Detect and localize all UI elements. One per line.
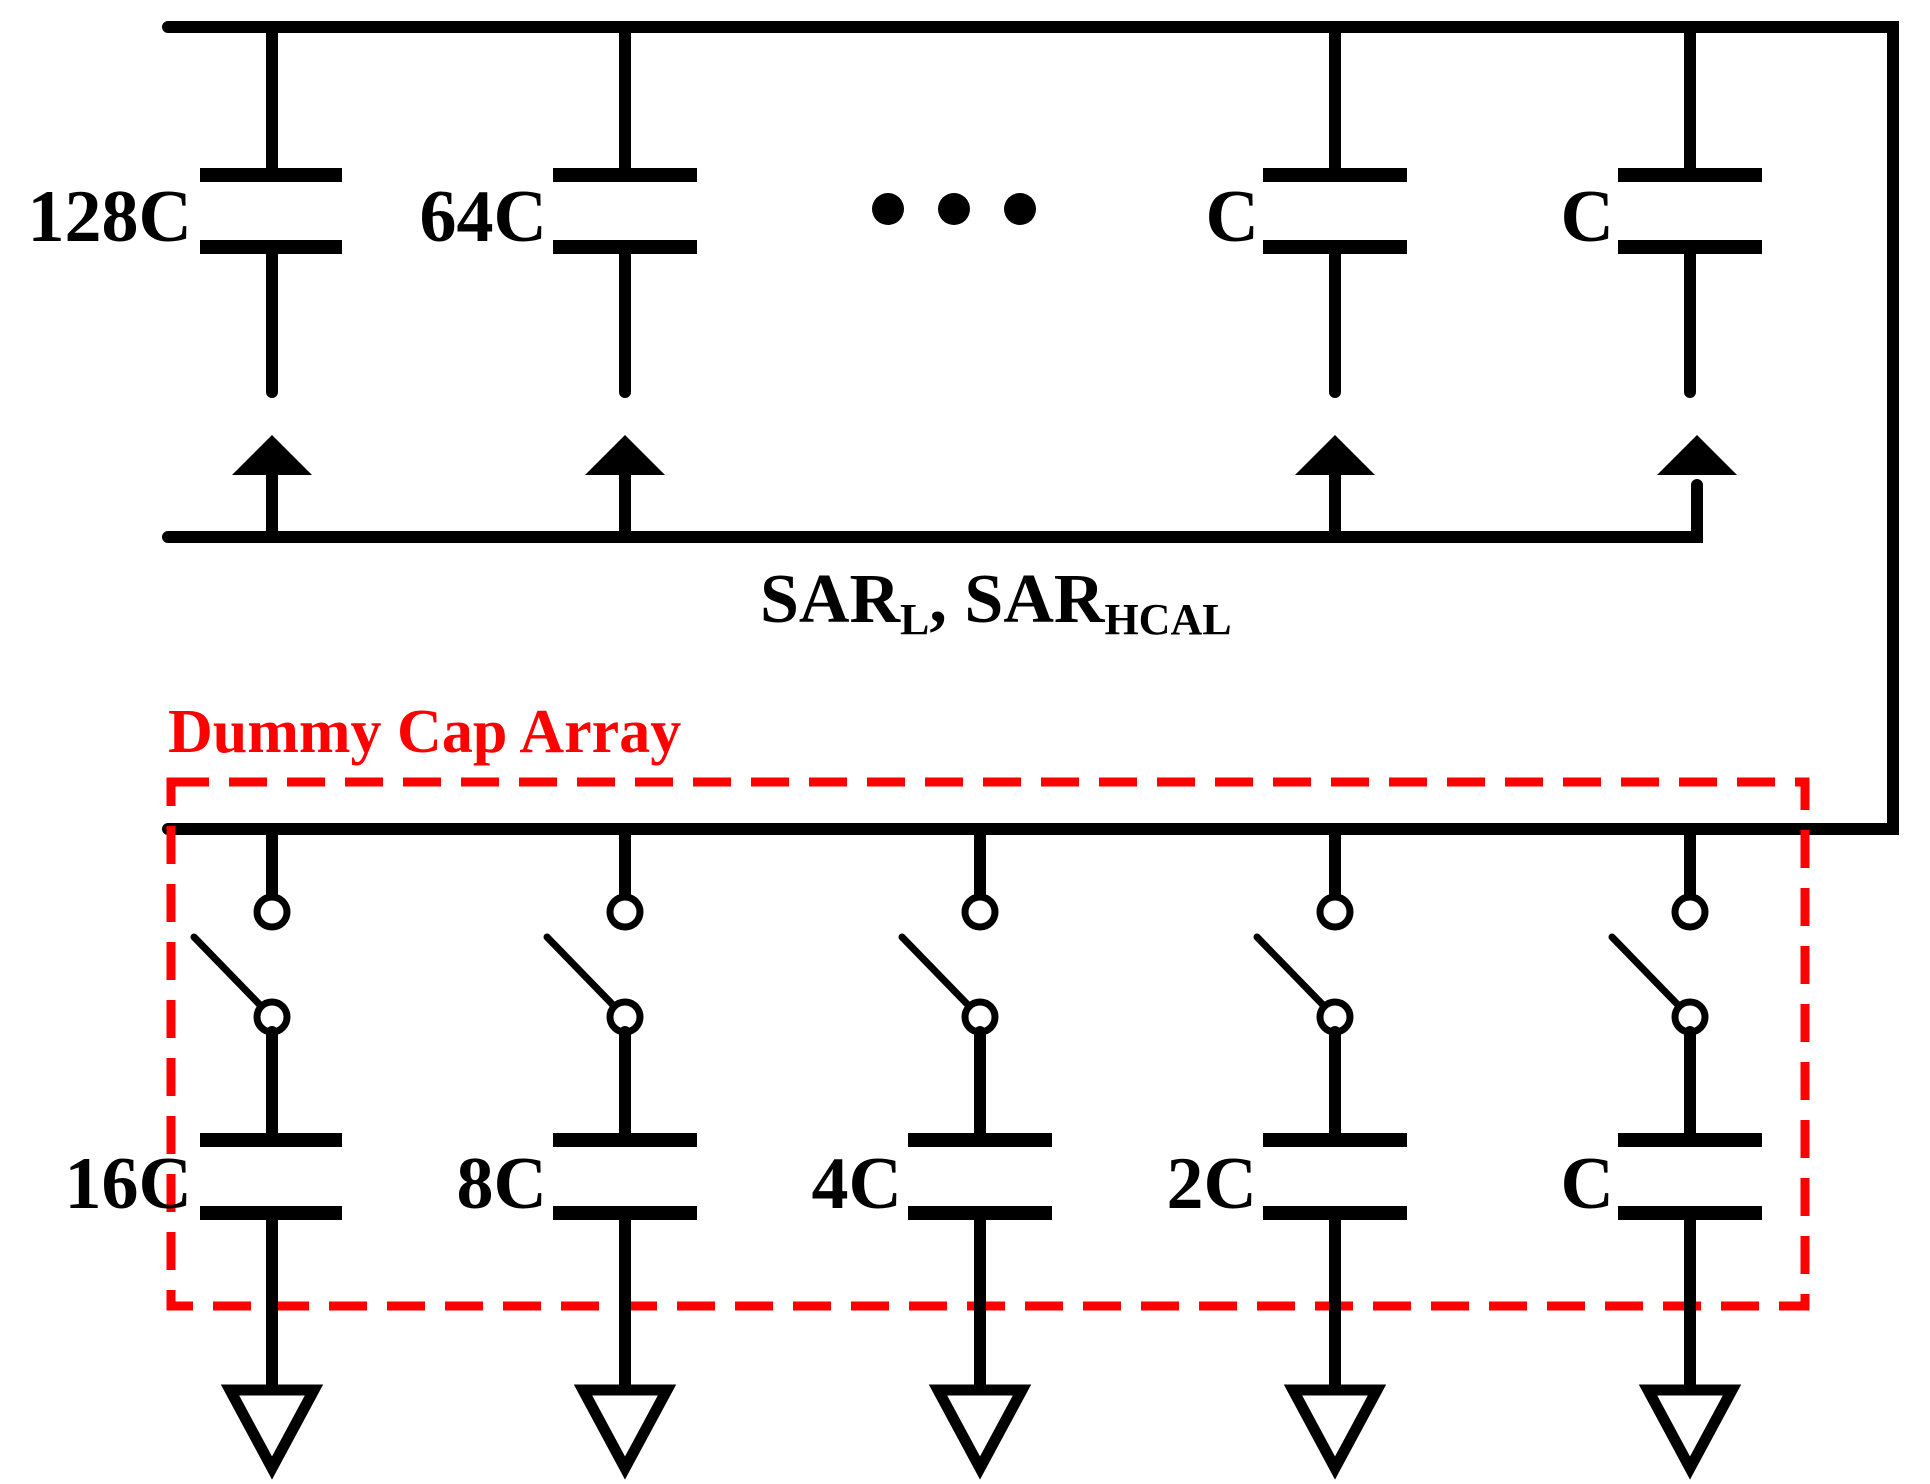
control-arrows [232, 435, 1737, 543]
switch-node-top [961, 893, 999, 931]
top-bus-wire [162, 21, 1899, 835]
cap-label-8c: 8C [457, 1143, 547, 1225]
dummy-branch-8c: 8C [457, 823, 697, 1480]
switch-node-top [253, 893, 291, 931]
switch-node-top [1316, 893, 1354, 931]
top-cap-128c: 128C [28, 21, 342, 398]
cap-label-c-top-1: C [1206, 176, 1259, 258]
cap-label-2c: 2C [1167, 1143, 1257, 1225]
cap-label-4c: 4C [812, 1143, 902, 1225]
switch-blade [1608, 933, 1683, 1010]
arrow-up-icon [1657, 435, 1737, 475]
ground-icon [220, 1384, 324, 1480]
switch-node-top [1671, 893, 1709, 931]
dummy-array-box [166, 777, 1810, 1311]
arrow-up-icon [1295, 435, 1375, 475]
switch-blade [190, 933, 265, 1010]
cap-label-64c: 64C [420, 176, 547, 258]
cap-label-16c: 16C [65, 1143, 192, 1225]
dummy-branch-c: C [1561, 823, 1762, 1480]
dummy-branch-2c: 2C [1167, 823, 1407, 1480]
top-cap-c-2: C [1561, 21, 1762, 398]
ellipsis: • • • [872, 193, 1036, 225]
top-cap-64c: 64C [420, 21, 697, 398]
ground-icon [928, 1384, 1032, 1480]
arrow-up-icon [585, 435, 665, 475]
ground-icon [1283, 1384, 1387, 1480]
switch-blade [543, 933, 618, 1010]
cap-label-c-dummy: C [1561, 1143, 1614, 1225]
dummy-branch-4c: 4C [812, 823, 1052, 1480]
top-cap-c-1: C [1206, 21, 1407, 398]
switch-blade [898, 933, 973, 1010]
control-bus-label: SARL, SARHCAL [760, 561, 1232, 644]
dummy-branch-16c: 16C [65, 823, 342, 1480]
cap-label-128c: 128C [28, 176, 192, 258]
control-bus-wire [162, 479, 1703, 543]
switch-node-top [606, 893, 644, 931]
switch-blade [1253, 933, 1328, 1010]
cap-label-c-top-2: C [1561, 176, 1614, 258]
arrow-up-icon [232, 435, 312, 475]
ground-icon [573, 1384, 677, 1480]
dummy-array-title: Dummy Cap Array [168, 698, 681, 766]
ground-icon [1638, 1384, 1742, 1480]
